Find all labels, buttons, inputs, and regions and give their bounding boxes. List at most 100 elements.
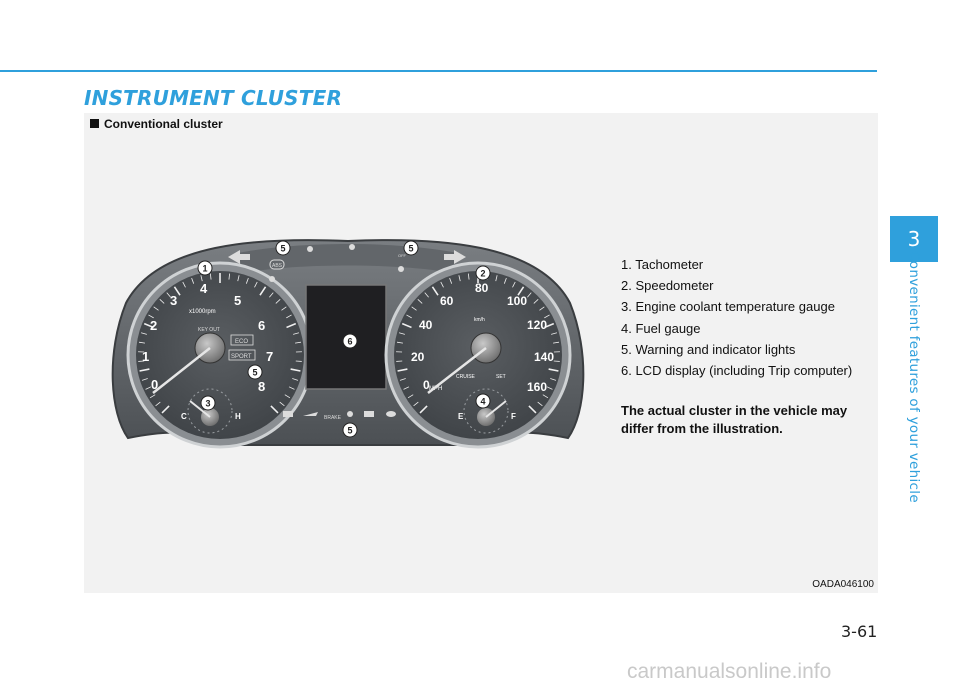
- tach-num-0: 0: [151, 377, 158, 392]
- fuel-full-label: F: [511, 412, 516, 421]
- gauge-tick: [449, 277, 453, 284]
- figure-heading-text: Conventional cluster: [104, 117, 223, 131]
- gauge-tick: [139, 368, 150, 372]
- callout-2: 2: [480, 269, 485, 279]
- gauge-tick: [281, 306, 287, 311]
- top-rule: [0, 70, 877, 72]
- gauge-tick: [209, 273, 212, 280]
- gauge-tick: [503, 277, 507, 284]
- gauge-tick: [495, 275, 498, 282]
- gauge-tick: [228, 273, 231, 280]
- right-turn-arrow-icon: [444, 250, 466, 264]
- callout-4: 4: [480, 397, 485, 407]
- gauge-tick: [537, 401, 543, 407]
- gauge-tick: [155, 401, 161, 407]
- temp-needle: [189, 400, 211, 418]
- gauge-tick: [166, 292, 171, 298]
- gauge-tick: [419, 405, 428, 414]
- chapter-tab: 3: [890, 216, 938, 262]
- tach-num-3: 3: [170, 293, 177, 308]
- tach-needle: [152, 347, 211, 394]
- gauge-tick: [413, 401, 419, 407]
- chapter-number: 3: [907, 227, 921, 251]
- gauge-tick: [149, 394, 156, 399]
- gauge-tick: [159, 299, 165, 304]
- speed-needle: [427, 347, 487, 394]
- gauge-tick: [411, 306, 417, 311]
- eco-badge: [230, 334, 254, 346]
- gauge-tick: [182, 281, 186, 288]
- temp-hot-label: H: [235, 412, 241, 421]
- tachometer-gauge: 0 1 2 3 4 5 6 7 8 x1000rpm KEY OUT ECO S…: [126, 261, 314, 449]
- gauge-tick: [143, 322, 154, 329]
- oil-icon: [303, 412, 318, 416]
- legend-item-1: 1. Tachometer: [621, 257, 704, 272]
- gauge-tick: [141, 378, 148, 381]
- gauge-tick: [290, 368, 301, 372]
- mph-120: 120: [527, 318, 547, 332]
- square-bullet-icon: [90, 119, 99, 128]
- callout-5d: 5: [347, 426, 352, 436]
- gauge-tick: [440, 281, 444, 288]
- figure-heading: Conventional cluster: [90, 117, 223, 131]
- sport-label: SPORT: [231, 354, 252, 360]
- figure-panel: Conventional cluster 0 1 2 3 4 5: [84, 113, 878, 593]
- fuel-empty-label: E: [458, 412, 464, 421]
- gauge-tick: [546, 386, 553, 390]
- gauge-tick: [293, 332, 300, 335]
- check-engine-icon: [364, 411, 374, 417]
- mph-unit: MPH: [429, 386, 442, 392]
- section-title: INSTRUMENT CLUSTER: [84, 86, 343, 110]
- gauge-tick: [406, 314, 412, 319]
- callout-3: 3: [205, 399, 210, 409]
- gauge-tick: [550, 378, 557, 381]
- gauge-tick: [259, 286, 267, 296]
- note-line-2: differ from the illustration.: [621, 421, 783, 436]
- figure-code: OADA046100: [812, 579, 874, 590]
- temp-subgauge: [187, 388, 233, 434]
- gauge-tick: [401, 322, 412, 329]
- gauge-tick: [417, 299, 423, 304]
- gauge-tick: [512, 281, 516, 288]
- page-number: 3-61: [841, 622, 878, 641]
- tach-num-4: 4: [200, 281, 208, 296]
- mph-100: 100: [507, 294, 527, 308]
- cluster-top-band: [238, 244, 458, 273]
- instrument-cluster-illustration: 0 1 2 3 4 5 6 7 8 x1000rpm KEY OUT ECO S…: [111, 239, 585, 449]
- gauge-tick: [275, 299, 281, 304]
- callout-4-circle: [475, 393, 491, 409]
- mph-80: 80: [475, 281, 489, 295]
- gauge-tick: [539, 306, 545, 311]
- gauge-tick: [553, 341, 560, 344]
- callout-5b: 5: [408, 244, 413, 254]
- callout-5d-circle: [342, 422, 358, 438]
- gauge-tick: [527, 292, 532, 298]
- gauge-tick: [551, 332, 558, 335]
- gauge-tick: [254, 281, 258, 288]
- legend-item-5: 5. Warning and indicator lights: [621, 341, 796, 357]
- gauge-tick: [284, 394, 291, 399]
- set-label: SET: [496, 374, 506, 380]
- tach-num-6: 6: [258, 318, 265, 333]
- legend-item-2: 2. Speedometer: [621, 278, 714, 294]
- high-beam-icon: [349, 244, 355, 250]
- callout-5c-circle: [247, 364, 263, 380]
- gauge-tick: [398, 332, 405, 335]
- gauge-tick: [403, 386, 410, 390]
- tach-num-1: 1: [142, 349, 149, 364]
- callout-1-circle: [197, 260, 213, 276]
- tach-num-7: 7: [266, 349, 273, 364]
- gauge-tick: [544, 314, 550, 319]
- legend-item-6: 6. LCD display (including Trip computer): [621, 363, 853, 379]
- chapter-title-vertical: Convenient features of your vehicle: [899, 251, 929, 503]
- gauge-tick: [397, 368, 408, 372]
- gauge-tick: [542, 394, 549, 399]
- gauge-tick: [544, 322, 555, 329]
- note-text: The actual cluster in the vehicle may di…: [621, 402, 881, 438]
- gauge-tick: [279, 401, 285, 407]
- gauge-tick: [237, 275, 240, 282]
- speedometer-gauge: 0 20 40 60 80 100 120 140 160 MPH km/h C…: [384, 261, 572, 449]
- mph-40: 40: [419, 318, 433, 332]
- tachometer-ticks: [138, 273, 302, 414]
- gauge-tick: [533, 299, 539, 304]
